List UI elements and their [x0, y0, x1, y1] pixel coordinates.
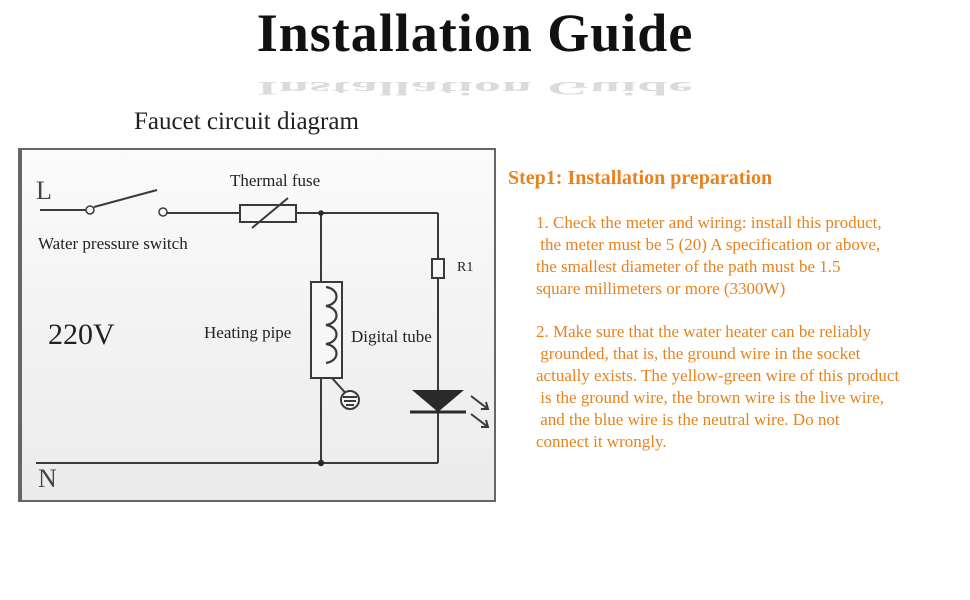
junction-bottom-heater [317, 459, 325, 467]
step-title: Step1: Installation preparation [508, 167, 773, 189]
switch-label: Water pressure switch [38, 234, 188, 253]
junction-top-heater [318, 210, 324, 216]
instruction-paragraph: 1. Check the meter and wiring: install t… [536, 213, 882, 298]
resistor-label: R1 [457, 260, 474, 275]
digital-tube-label: Digital tube [351, 327, 432, 346]
switch-blade [93, 189, 158, 208]
thermal-fuse-slash [251, 197, 289, 229]
instruction-paragraph: 2. Make sure that the water heater can b… [536, 322, 900, 451]
neutral-label: N [38, 464, 57, 493]
heating-pipe-label: Heating pipe [204, 323, 292, 342]
switch-contact-left [85, 205, 95, 215]
heating-coil [325, 285, 338, 365]
page-title: Installation Guide [256, 3, 694, 63]
voltage-label: 220V [48, 318, 115, 351]
diagram-heading: Faucet circuit diagram [134, 108, 359, 135]
led-diode-symbol [410, 390, 466, 414]
thermal-fuse-label: Thermal fuse [230, 171, 321, 190]
switch-contact-right [158, 207, 168, 217]
light-emission-arrows [470, 395, 490, 428]
resistor-r1-symbol [431, 258, 445, 279]
live-label: L [36, 176, 52, 205]
